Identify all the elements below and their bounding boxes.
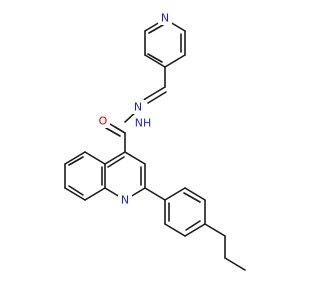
atom-label: N (161, 12, 169, 25)
bond-double-inner (147, 91, 167, 104)
bond (124, 151, 146, 165)
bond (64, 187, 86, 201)
bond (84, 151, 106, 165)
bond-double-inner (185, 220, 201, 231)
bond-double-inner (68, 185, 84, 196)
atom-label-quinoline-n: N (118, 193, 132, 207)
bond (144, 54, 166, 68)
bond (164, 54, 186, 68)
bond-double-inner (68, 156, 84, 166)
atom-label-amide-nh: NH (132, 116, 154, 130)
atom-label: NH (135, 117, 152, 130)
bond (144, 86, 166, 100)
bond (204, 223, 226, 237)
bond (104, 187, 121, 198)
bond-double-inner (105, 127, 121, 137)
bond-double-inner (147, 53, 163, 63)
atom-label-imine-n: N (131, 100, 145, 114)
bond-double-inner (183, 192, 201, 203)
bond (129, 187, 146, 198)
atom-label: O (99, 115, 108, 128)
bond (184, 223, 206, 237)
atom-label: N (121, 194, 129, 207)
bond-double-inner (107, 156, 125, 168)
atom-label: N (134, 101, 142, 114)
atom-label-carbonyl-o: O (96, 114, 110, 128)
molecule-structure-diagram: N N NH O N (64, 11, 246, 271)
bond-double-inner (148, 24, 164, 34)
atom-label-pyridine-n: N (158, 11, 172, 25)
phenyl-ring (164, 187, 206, 237)
quinoline-ring (64, 151, 146, 201)
bond (224, 257, 246, 271)
bond (114, 126, 126, 134)
bond (64, 151, 86, 165)
bond (84, 187, 106, 201)
bond (164, 223, 186, 237)
bond (184, 187, 206, 201)
bond (104, 151, 126, 165)
bond (164, 187, 186, 201)
pyridine-ring (144, 18, 186, 68)
bond (144, 187, 166, 201)
